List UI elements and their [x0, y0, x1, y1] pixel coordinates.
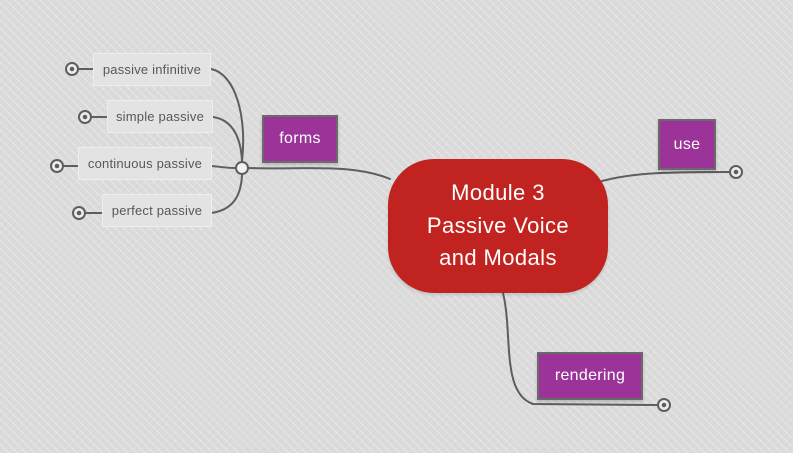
leaf-handle-icon-continuous-passive[interactable] [50, 159, 64, 173]
edge-continuous-passive-hub [211, 165, 236, 169]
branch-node-label: use [673, 135, 701, 153]
edge-root-use [601, 171, 730, 182]
edge-simple-passive-hub [212, 116, 243, 162]
forms-collapse-hub-icon[interactable] [235, 161, 249, 175]
branch-node-use[interactable]: use [658, 119, 716, 170]
leaf-node-label: continuous passive [87, 156, 203, 171]
branch-node-label: rendering [554, 367, 626, 384]
edge-passive-infinitive-hub [210, 68, 245, 162]
leaf-node-label: perfect passive [111, 203, 203, 218]
branch-node-rendering[interactable]: rendering [537, 352, 643, 400]
leaf-node-perfect-passive[interactable]: perfect passive [102, 194, 212, 227]
leaf-handle-icon-passive-infinitive[interactable] [65, 62, 79, 76]
edge-perfect-passive-hub [210, 174, 243, 214]
use-endpoint-icon[interactable] [729, 165, 743, 179]
edge-root-rendering [502, 292, 658, 406]
leaf-node-passive-infinitive[interactable]: passive infinitive [93, 53, 211, 86]
leaf-node-label: passive infinitive [102, 62, 202, 77]
leaf-handle-icon-simple-passive[interactable] [78, 110, 92, 124]
leaf-handle-icon-perfect-passive[interactable] [72, 206, 86, 220]
edge-root-forms [248, 167, 391, 180]
root-node-label: Module 3 Passive Voice and Modals [426, 180, 570, 271]
leaf-node-simple-passive[interactable]: simple passive [107, 100, 213, 133]
root-node[interactable]: Module 3 Passive Voice and Modals [388, 159, 608, 293]
branch-node-label: forms [279, 130, 321, 147]
leaf-node-label: simple passive [115, 109, 205, 124]
rendering-endpoint-icon[interactable] [657, 398, 671, 412]
branch-node-forms[interactable]: forms [262, 115, 338, 163]
leaf-node-continuous-passive[interactable]: continuous passive [78, 147, 212, 180]
